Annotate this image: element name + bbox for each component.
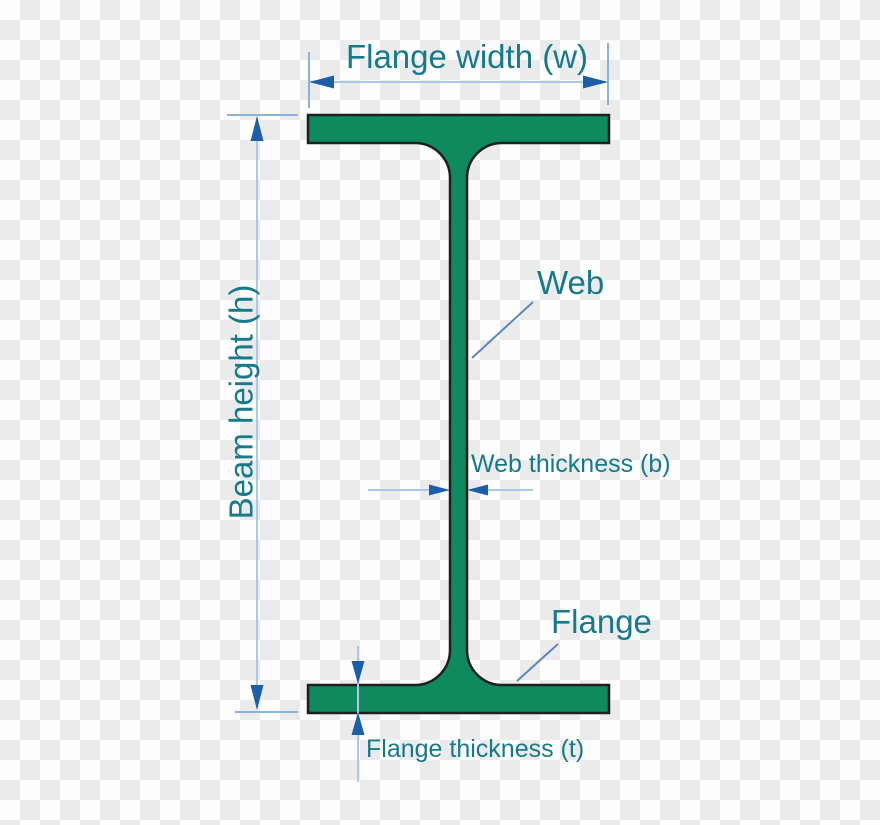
web-leader-line <box>471 301 534 359</box>
arrowhead-left-icon <box>309 75 334 89</box>
ibeam-shape <box>306 113 611 715</box>
arrowhead-right-icon <box>429 484 450 496</box>
flange-thickness-dimension <box>351 646 365 782</box>
arrowhead-left-icon <box>467 484 488 496</box>
flange-thickness-label: Flange thickness (t) <box>366 735 585 763</box>
web-label: Web <box>537 264 605 301</box>
arrowhead-down-icon <box>351 661 365 684</box>
arrowhead-up-icon <box>250 116 264 141</box>
web-thickness-label: Web thickness (b) <box>471 450 671 478</box>
web-thickness-dimension <box>368 484 533 496</box>
flange-width-dimension <box>308 43 609 108</box>
arrowhead-up-icon <box>351 712 365 735</box>
flange-label: Flange <box>551 603 652 640</box>
beam-height-label: Beam height (h) <box>222 284 260 520</box>
beam-height-dimension <box>227 114 298 713</box>
flange-leader-line <box>516 643 559 682</box>
flange-width-label: Flange width (w) <box>345 38 589 75</box>
arrowhead-down-icon <box>250 685 264 710</box>
arrowhead-right-icon <box>583 75 608 89</box>
